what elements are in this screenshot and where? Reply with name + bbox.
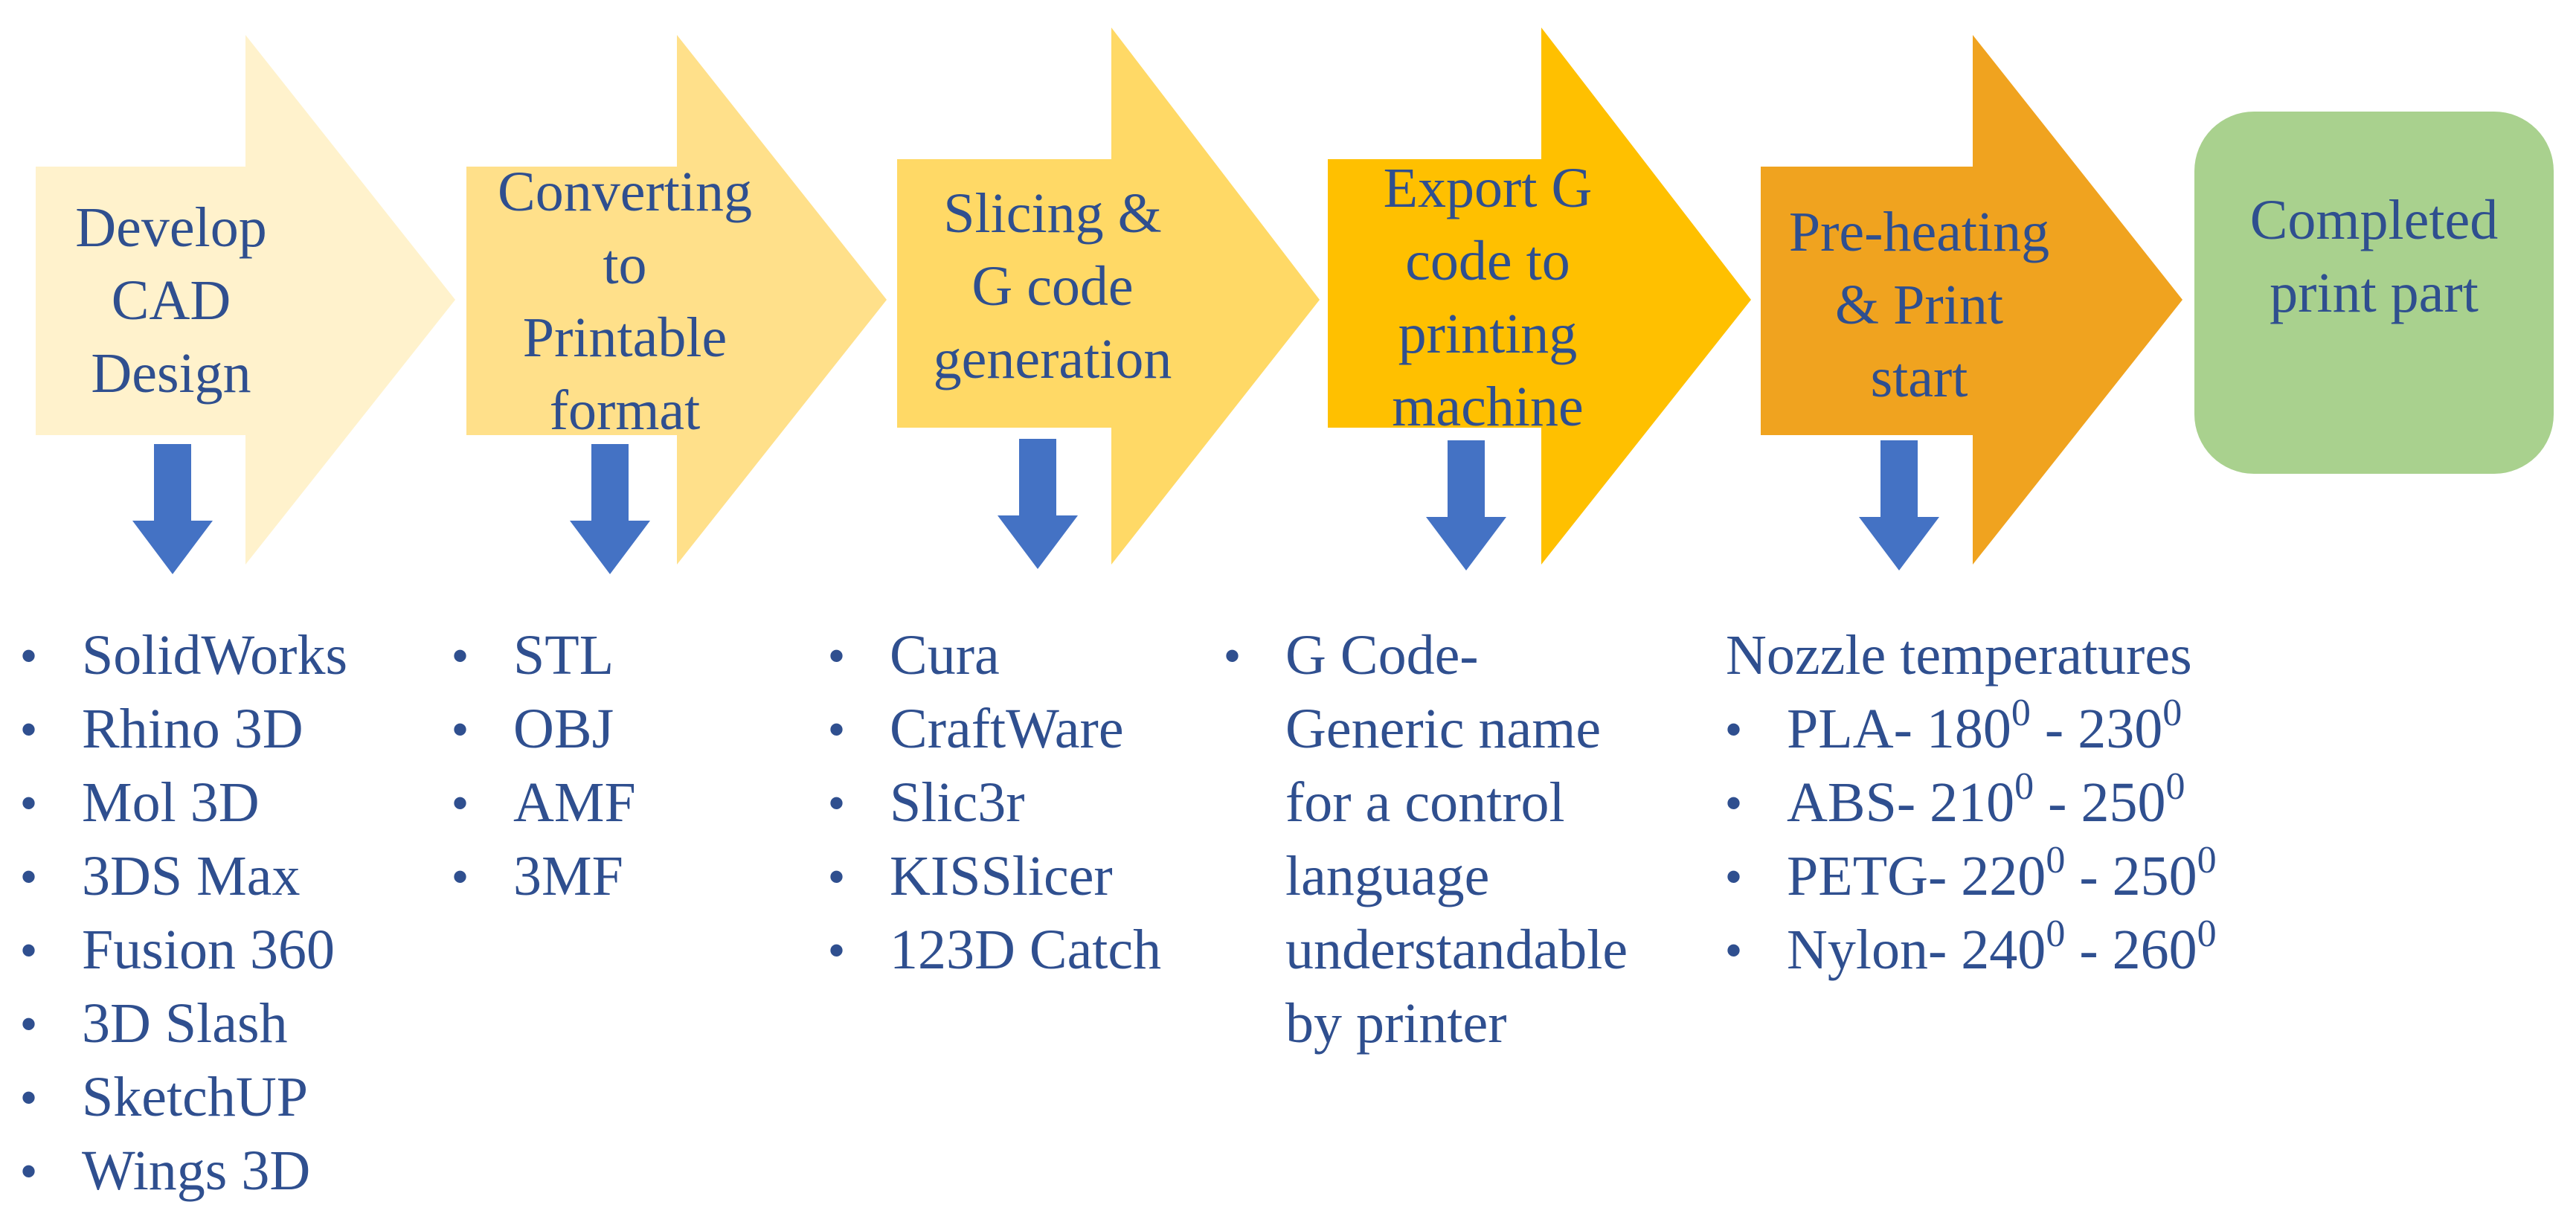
gcode-text-line: language [1285, 845, 1490, 907]
gcode-text-line: by printer [1285, 992, 1507, 1055]
completed-label: Completed print part [2249, 189, 2499, 324]
list-item: Fusion 360 [21, 913, 347, 987]
list-item: Wings 3D [21, 1134, 347, 1208]
list-item: KISSlicer [829, 840, 1161, 913]
step-arrow-export [1328, 28, 1751, 565]
down-arrow-icon [998, 439, 1078, 569]
down-arrow-icon [1859, 440, 1939, 570]
list-item: CraftWare [829, 692, 1161, 766]
down-arrow-icon [132, 444, 213, 574]
step-arrow-converting [466, 35, 887, 565]
cad-software-list: SolidWorksRhino 3DMol 3D3DS MaxFusion 36… [21, 619, 347, 1208]
nozzle-temperature-item: PLA- 1800 - 2300 [1726, 692, 2217, 766]
printable-formats-list: STLOBJAMF3MF [452, 619, 636, 913]
nozzle-temperatures-list: PLA- 1800 - 2300ABS- 2100 - 2500PETG- 22… [1726, 692, 2217, 987]
nozzle-temperatures-heading: Nozzle temperatures [1726, 624, 2192, 687]
step-label-preheating: Pre-heating & Print start [1788, 201, 2050, 409]
list-item: Mol 3D [21, 766, 347, 840]
gcode-text-line: for a control [1285, 771, 1565, 834]
nozzle-temperature-item: PETG- 2200 - 2500 [1726, 840, 2217, 913]
gcode-text-line: Generic name [1285, 698, 1602, 760]
list-item: Rhino 3D [21, 692, 347, 766]
step-arrow-develop-cad [36, 35, 455, 565]
step-label-export: Export G code to printing machine [1383, 157, 1593, 438]
list-item: Slic3r [829, 766, 1161, 840]
list-item: AMF [452, 766, 636, 840]
gcode-text-line: G Code- [1224, 619, 1628, 692]
step-label-slicing: Slicing & G code generation [933, 182, 1172, 390]
list-item: STL [452, 619, 636, 692]
list-item: SolidWorks [21, 619, 347, 692]
slicer-software-list: CuraCraftWareSlic3rKISSlicer123D Catch [829, 619, 1161, 987]
down-arrow-icon [1426, 440, 1506, 570]
down-arrow-icon [570, 444, 650, 574]
gcode-description: G Code-Generic name for a control language… [1224, 619, 1628, 1061]
list-item: 3MF [452, 840, 636, 913]
list-item: Cura [829, 619, 1161, 692]
list-item: SketchUP [21, 1061, 347, 1134]
completed-box [2194, 112, 2554, 474]
list-item: 3D Slash [21, 987, 347, 1061]
step-arrow-preheating [1761, 35, 2182, 565]
step-label-converting: Converting to Printable format [498, 161, 752, 442]
nozzle-temperature-item: Nylon- 2400 - 2600 [1726, 913, 2217, 987]
step-arrow-slicing [897, 28, 1320, 565]
step-label-develop-cad: Develop CAD Design [75, 196, 267, 405]
list-item: 123D Catch [829, 913, 1161, 987]
nozzle-temperature-item: ABS- 2100 - 2500 [1726, 766, 2217, 840]
list-item: 3DS Max [21, 840, 347, 913]
gcode-text-line: understandable [1285, 919, 1628, 981]
list-item: OBJ [452, 692, 636, 766]
